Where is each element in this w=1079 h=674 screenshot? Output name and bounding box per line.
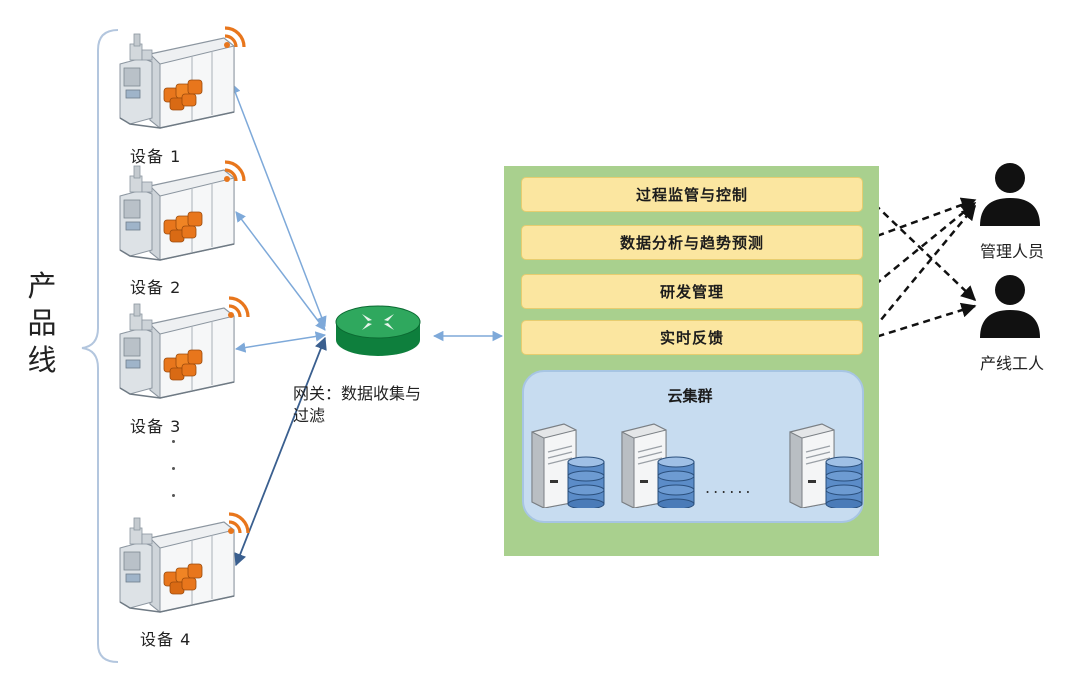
link-feedback-manager <box>865 204 976 339</box>
link-device2-gateway <box>235 211 326 331</box>
wifi-icon <box>222 158 248 184</box>
device-4-label: 设备 4 <box>140 630 192 649</box>
wifi-icon <box>226 294 252 320</box>
device-3-label: 设备 3 <box>130 417 182 436</box>
role-worker-label: 产线工人 <box>980 354 1045 373</box>
product-line-label: 产品线 <box>27 269 57 377</box>
function-realtime-feedback: 实时反馈 <box>521 320 863 355</box>
cluster-title: 云集群 <box>667 387 713 405</box>
continuation-dots <box>172 440 180 521</box>
link-device1-gateway <box>230 83 327 327</box>
role-manager-label: 管理人员 <box>980 242 1045 261</box>
device-3-icon <box>112 294 242 404</box>
link-control-worker <box>865 195 977 302</box>
link-analysis-manager <box>865 197 977 242</box>
wifi-icon <box>226 510 252 536</box>
gateway-label-line2: 过滤 <box>293 406 326 425</box>
link-device4-gateway <box>234 336 327 567</box>
device-4-icon <box>112 508 242 618</box>
function-rnd-management: 研发管理 <box>521 274 863 309</box>
server-icon <box>616 418 696 508</box>
cluster-ellipsis: ...... <box>705 478 754 497</box>
gateway-label: 网关：数据收集与 过滤 <box>293 383 453 427</box>
server-icon <box>526 418 606 508</box>
function-process-control: 过程监管与控制 <box>521 177 863 212</box>
device-1-label: 设备 1 <box>130 147 182 166</box>
server-icon <box>784 418 864 508</box>
router-icon <box>335 305 421 356</box>
worker-person-icon <box>975 270 1045 340</box>
bracket-icon <box>81 29 119 663</box>
link-feedback-worker <box>865 302 977 342</box>
wifi-icon <box>222 24 248 50</box>
function-data-analysis: 数据分析与趋势预测 <box>521 225 863 260</box>
manager-person-icon <box>975 158 1045 228</box>
device-2-label: 设备 2 <box>130 278 182 297</box>
link-device3-gateway <box>234 331 327 353</box>
gateway-label-line1: 网关：数据收集与 <box>293 384 422 403</box>
